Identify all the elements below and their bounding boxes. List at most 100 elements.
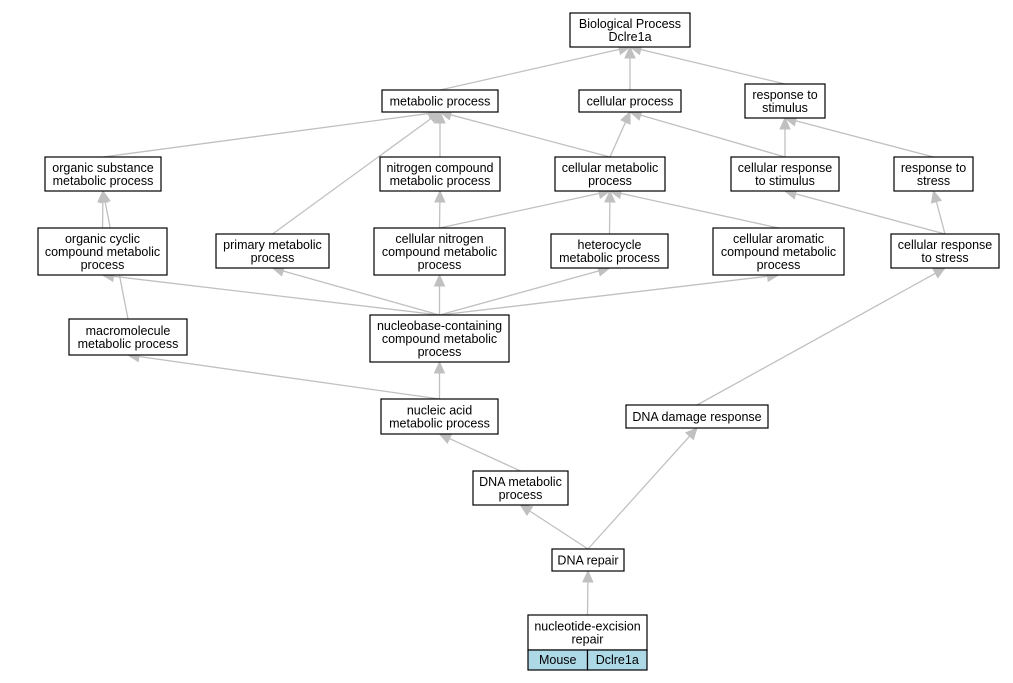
node-label: compound metabolic [382,332,497,346]
node-label: metabolic process [78,337,179,351]
edge-line [696,272,936,406]
edge-line [449,437,521,472]
edge-line [439,48,620,91]
node-box [373,227,506,276]
node-box [730,156,840,192]
node-dna-repair[interactable]: DNA repair [551,548,625,572]
node-label: cellular metabolic [562,161,659,175]
node-label: process [418,258,462,272]
edge-response-to-stimulus-to-bp-root [628,44,786,85]
edge-nucleobase-containing-compound-metabolic-process-to-cellular-aromatic-compound-metabolic-process [439,270,780,316]
arrowhead-icon [433,273,446,287]
edge-line [102,112,430,158]
node-box [369,314,510,363]
node-label: heterocycle [578,238,642,252]
node-box [215,233,330,269]
edge-line [795,120,934,158]
node-label: process [757,258,801,272]
node-label: cellular nitrogen [395,232,483,246]
edge-organic-substance-metabolic-process-to-metabolic-process [102,107,442,158]
node-box [527,614,648,651]
node-box [551,548,625,572]
node-label: Dclre1a [608,30,651,44]
edge-line [282,270,440,316]
arrowhead-icon [604,189,616,203]
node-box [744,83,826,119]
node-box [554,156,666,192]
node-metabolic-process[interactable]: metabolic process [381,89,499,113]
arrowhead-icon [779,116,791,130]
node-label: metabolic process [53,174,154,188]
node-label: response to [752,88,817,102]
node-dna-damage-response[interactable]: DNA damage response [625,404,769,429]
edge-heterocycle-metabolic-process-to-cellular-metabolic-process [604,189,616,235]
edge-line [640,114,786,158]
edge-primary-metabolic-process-to-metabolic-process [272,111,441,235]
node-label: to stimulus [755,174,815,188]
edge-cellular-response-to-stress-to-cellular-response-to-stimulus [783,188,946,235]
node-label: repair [572,633,604,647]
node-box [578,89,682,113]
node-label: metabolic process [390,174,491,188]
node-label: nucleobase-containing [377,319,502,333]
node-box [550,233,669,269]
node-label: compound metabolic [721,245,836,259]
edge-line [272,117,432,235]
node-cellular-process[interactable]: cellular process [578,89,682,113]
node-label: process [418,345,462,359]
node-box [569,12,691,48]
node-label: primary metabolic [223,238,322,252]
legend-gene-label: Dclre1a [596,653,639,667]
edge-dna-metabolic-process-to-nucleic-acid-metabolic-process [438,433,521,472]
edge-cellular-metabolic-process-to-metabolic-process [438,109,611,158]
legend-gene-cell [586,649,648,671]
node-label: cellular response [898,238,993,252]
edge-line [795,193,946,235]
edge-cellular-nitrogen-compound-metabolic-process-to-nitrogen-compound-metabolic-process [434,189,446,229]
edge-line [640,48,786,85]
arrowhead-icon [930,189,943,204]
edge-cellular-nitrogen-compound-metabolic-process-to-cellular-metabolic-process [439,187,612,229]
edge-nucleic-acid-metabolic-process-to-nucleobase-containing-compound-metabolic-process [433,360,446,399]
edge-dna-repair-to-dna-metabolic-process [519,504,589,550]
node-label: nucleotide-excision [534,620,640,634]
edges-layer [97,43,947,616]
node-label: metabolic process [389,417,490,431]
edge-line [439,192,600,229]
arrowhead-icon [434,110,446,124]
node-label: organic cyclic [65,232,140,246]
edge-line [439,275,768,316]
node-label: process [588,174,632,188]
node-label: stress [917,174,950,188]
arrowhead-icon [438,433,453,445]
edge-cellular-aromatic-compound-metabolic-process-to-cellular-metabolic-process [608,187,779,229]
arrowhead-icon [434,189,446,203]
node-label: nucleic acid [407,404,472,418]
node-box [379,156,501,192]
node-box [890,233,1000,269]
node-label: nitrogen compound [386,161,493,175]
arrowhead-icon [519,504,534,517]
arrowhead-icon [582,569,594,583]
node-box [893,156,974,192]
